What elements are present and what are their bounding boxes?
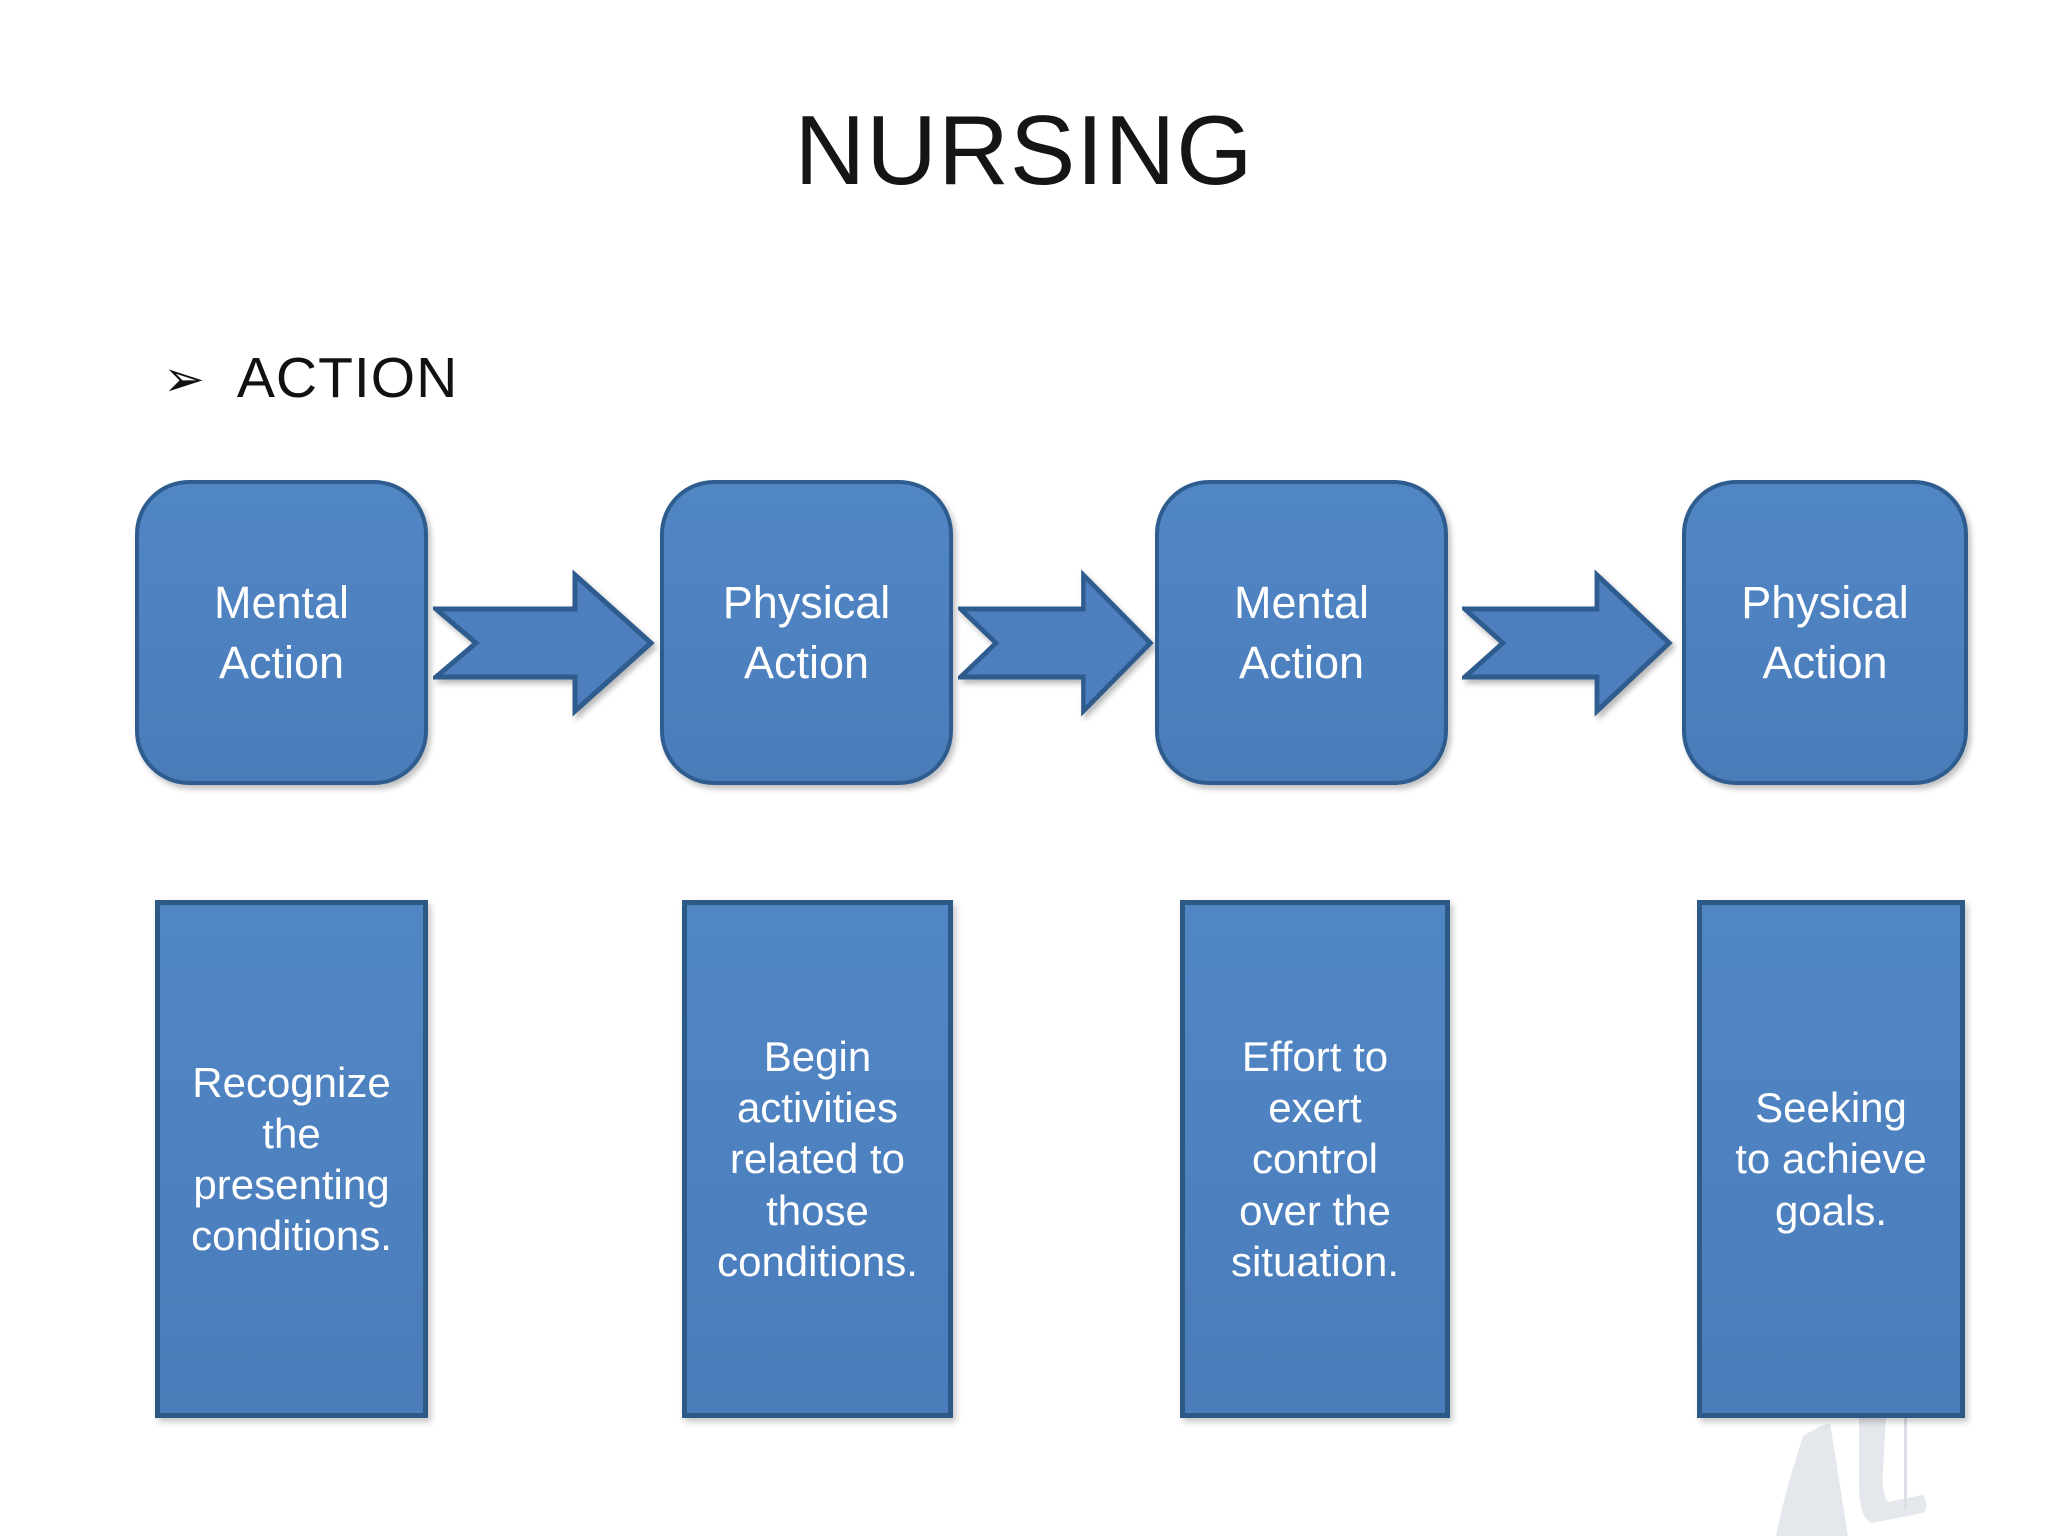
page-title: NURSING	[794, 95, 1254, 205]
flow-step-mental-action-1: Mental Action	[135, 480, 428, 785]
description-text: Seeking to achieve goals.	[1735, 1084, 1927, 1234]
flow-step-label: Mental Action	[1233, 577, 1370, 688]
watermark-figure	[1776, 1414, 1927, 1536]
description-box-1: Recognize the presenting conditions.	[155, 900, 428, 1418]
flow-step-physical-action-2: Physical Action	[1682, 480, 1968, 785]
flow-arrow-icon	[1462, 569, 1673, 717]
bullet-label: ACTION	[236, 346, 459, 410]
flow-step-label: Mental Action	[213, 577, 350, 688]
flow-arrow-icon	[958, 569, 1154, 717]
flow-step-label: Physical Action	[722, 577, 891, 688]
description-box-4: Seeking to achieve goals.	[1697, 900, 1965, 1418]
flow-arrow-icon	[433, 569, 655, 717]
flow-step-label: Physical Action	[1741, 577, 1909, 688]
description-box-3: Effort to exert control over the situati…	[1180, 900, 1450, 1418]
flow-step-physical-action-1: Physical Action	[660, 480, 953, 785]
description-text: Recognize the presenting conditions.	[191, 1058, 392, 1260]
arrow-bullet-icon: ➢	[163, 350, 205, 407]
flow-step-mental-action-2: Mental Action	[1155, 480, 1448, 785]
description-text: Begin activities related to those condit…	[717, 1032, 918, 1285]
description-text: Effort to exert control over the situati…	[1230, 1032, 1400, 1285]
description-box-2: Begin activities related to those condit…	[682, 900, 953, 1418]
bullet-item-action: ➢ ACTION	[163, 350, 458, 407]
